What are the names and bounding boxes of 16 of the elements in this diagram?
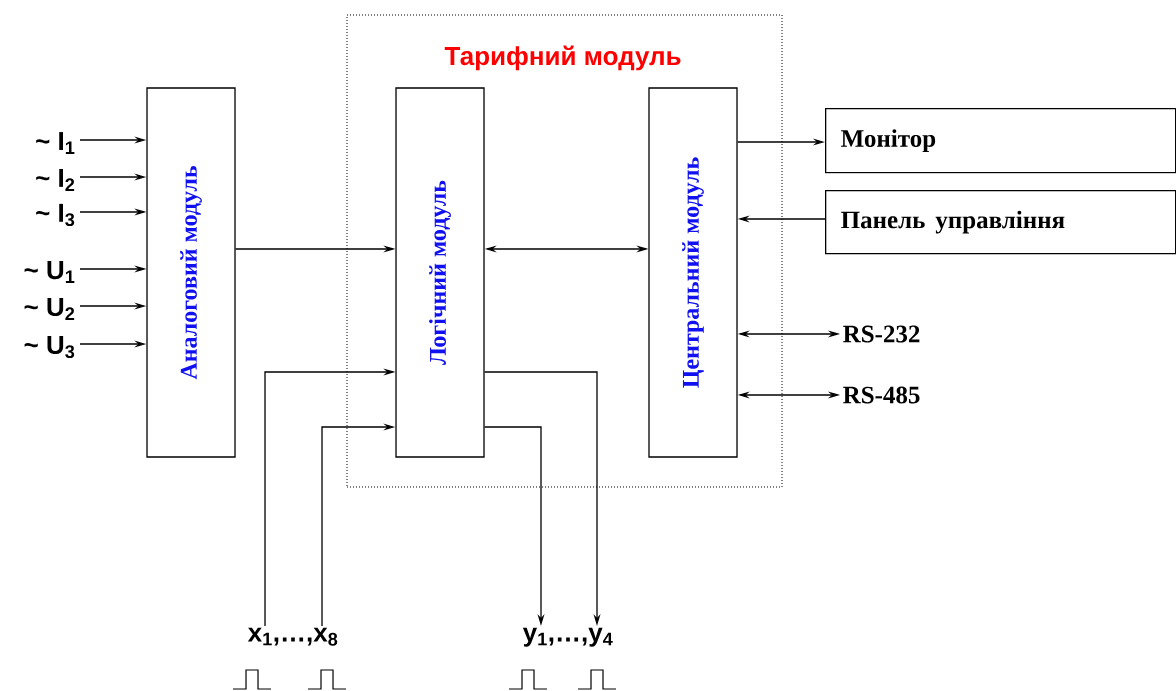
signal-label: y$_{1}$,…,y$_{4}$ <box>522 627 613 647</box>
frame-heading: Тарифний модуль <box>444 45 681 71</box>
input-label: ~ U$_{2}$ <box>24 298 75 320</box>
module-box: Логічний модуль <box>395 87 485 458</box>
input-label: ~ U$_{1}$ <box>24 261 75 283</box>
module-box: Аналоговий модуль <box>146 87 236 458</box>
input-label: ~ U$_{3}$ <box>24 335 75 359</box>
input-label: ~ I$_{3}$ <box>36 203 75 227</box>
input-label: ~ I$_{2}$ <box>36 169 75 191</box>
module-box: Центральний модуль <box>648 87 738 458</box>
port-label: RS-485 <box>843 386 920 404</box>
device-box: Монітор <box>825 108 1176 174</box>
device-box: Панель управління <box>825 190 1176 255</box>
input-label: ~ I$_{1}$ <box>36 132 75 154</box>
port-label: RS-232 <box>843 325 920 343</box>
signal-label: x$_{1}$,…,x$_{8}$ <box>247 627 338 646</box>
